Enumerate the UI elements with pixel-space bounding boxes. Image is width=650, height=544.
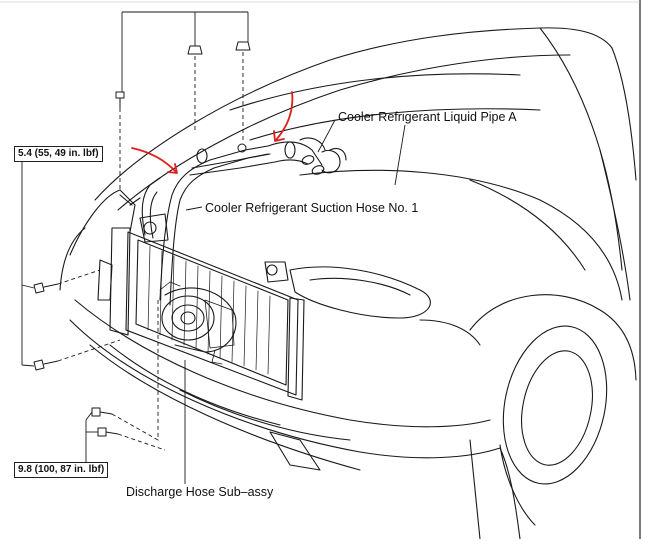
nut-top-1 bbox=[187, 45, 203, 55]
discharge-hose bbox=[119, 177, 161, 239]
compressor bbox=[159, 281, 237, 365]
liquid-pipe bbox=[189, 137, 347, 176]
red-arrow-suction bbox=[131, 147, 178, 174]
torque-spec-lower: 9.8 (100, 87 in. lbf) bbox=[14, 462, 109, 478]
leader-lines bbox=[21, 11, 406, 484]
label-liquid-pipe: Cooler Refrigerant Liquid Pipe A bbox=[338, 110, 517, 124]
red-arrow-liquid bbox=[273, 91, 294, 142]
suction-hose bbox=[159, 145, 271, 306]
label-suction-hose: Cooler Refrigerant Suction Hose No. 1 bbox=[205, 201, 418, 215]
annotation-arrows bbox=[131, 91, 294, 174]
dashed-leaders bbox=[57, 52, 244, 451]
bolts bbox=[33, 41, 251, 437]
condenser-radiator bbox=[97, 189, 305, 401]
nut-top-2 bbox=[235, 41, 251, 51]
label-discharge-hose: Discharge Hose Sub–assy bbox=[126, 485, 274, 499]
car-body bbox=[59, 27, 637, 540]
torque-spec-upper: 5.4 (55, 49 in. lbf) bbox=[14, 146, 103, 162]
